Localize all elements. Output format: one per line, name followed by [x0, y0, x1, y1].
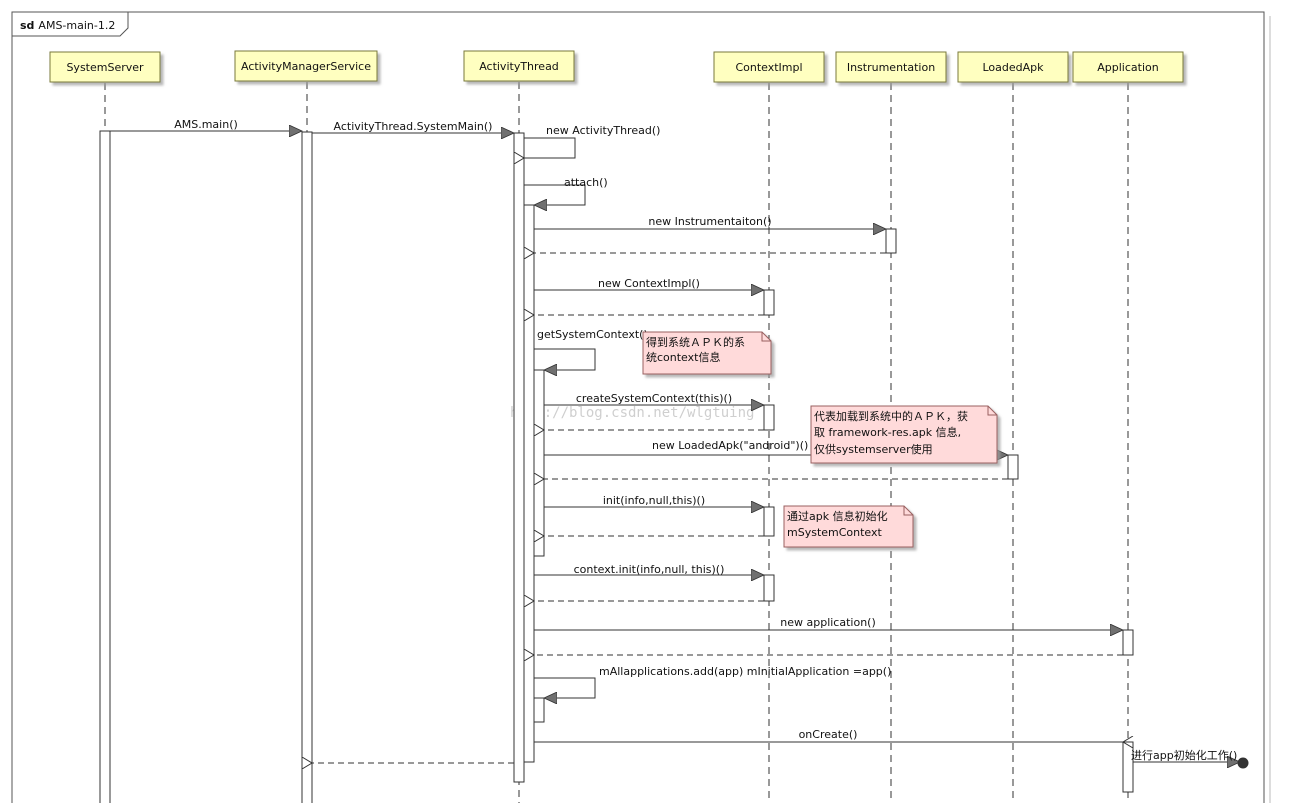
activation-application-1	[1122, 629, 1134, 656]
svg-text:代表加载到系统中的ＡＰＫ，获: 代表加载到系统中的ＡＰＫ，获	[814, 409, 968, 423]
label-ams-main: AMS.main()	[174, 118, 238, 131]
svg-text:SystemServer: SystemServer	[66, 61, 144, 74]
svg-text:ContextImpl: ContextImpl	[735, 61, 802, 74]
message-labels: AMS.main() ActivityThread.SystemMain() n…	[174, 118, 1237, 762]
svg-text:取 framework-res.apk 信息,: 取 framework-res.apk 信息,	[814, 425, 961, 439]
activation-contextimpl-1	[763, 289, 775, 316]
label-new-loadedapk: new LoadedApk("android")()	[652, 439, 808, 452]
activation-systemserver	[99, 130, 111, 803]
note-init-context: 通过apk 信息初始化 mSystemContext	[783, 505, 914, 548]
activation-activitythread-getsystemcontext	[533, 369, 545, 557]
participant-ams: ActivityManagerService	[234, 50, 378, 82]
note-system-apk: 得到系统ＡＰＫ的系 统context信息	[642, 331, 772, 375]
msg-getsystemcontext	[534, 348, 596, 370]
svg-text:通过apk 信息初始化: 通过apk 信息初始化	[787, 509, 888, 523]
svg-text:ActivityManagerService: ActivityManagerService	[241, 60, 371, 73]
label-attach: attach()	[564, 176, 608, 189]
participant-application: Application	[1072, 51, 1184, 83]
messages	[110, 131, 1240, 763]
svg-text:得到系统ＡＰＫ的系: 得到系统ＡＰＫ的系	[646, 335, 745, 349]
activation-ams	[301, 131, 313, 803]
msg-attach	[524, 184, 586, 205]
label-add-app: mAllapplications.add(app) mInitialApplic…	[599, 665, 891, 678]
activation-instrumentation	[885, 228, 897, 254]
activation-activitythread-addapp	[533, 697, 545, 723]
svg-text:Application: Application	[1097, 61, 1158, 74]
activations	[99, 130, 1134, 803]
watermark-text: http://blog.csdn.net/wlgtuing	[510, 405, 754, 421]
lost-message-circle	[1237, 757, 1249, 769]
label-new-instrumentation: new Instrumentaiton()	[648, 215, 771, 228]
activation-contextimpl-2	[763, 404, 775, 431]
msg-add-app	[534, 677, 596, 698]
svg-text:ActivityThread: ActivityThread	[479, 60, 559, 73]
svg-text:Instrumentation: Instrumentation	[847, 61, 935, 74]
participant-activitythread: ActivityThread	[463, 50, 575, 82]
svg-text:LoadedApk: LoadedApk	[982, 61, 1044, 74]
label-init: init(info,null,this)()	[603, 494, 705, 507]
svg-text:统context信息: 统context信息	[646, 350, 720, 364]
label-new-application: new application()	[780, 616, 876, 629]
svg-text:仅供systemserver使用: 仅供systemserver使用	[814, 442, 933, 456]
activation-loadedapk	[1007, 454, 1019, 480]
participant-loadedapk: LoadedApk	[957, 51, 1069, 83]
participant-contextimpl: ContextImpl	[713, 51, 825, 83]
frame-label-box	[11, 11, 129, 37]
msg-new-activitythread	[524, 137, 576, 158]
activation-activitythread-attach	[523, 204, 535, 763]
participant-instrumentation: Instrumentation	[835, 51, 947, 83]
activation-activitythread	[513, 132, 525, 783]
activation-contextimpl-3	[763, 506, 775, 537]
label-context-init: context.init(info,null, this)()	[574, 563, 725, 576]
label-app-init-work: 进行app初始化工作()	[1131, 748, 1237, 762]
label-oncreate: onCreate()	[799, 728, 858, 741]
label-systemmain: ActivityThread.SystemMain()	[334, 120, 493, 133]
activation-contextimpl-4	[763, 574, 775, 602]
label-getsystemcontext: getSystemContext()	[537, 328, 648, 341]
note-loaded-apk: 代表加载到系统中的ＡＰＫ，获 取 framework-res.apk 信息, 仅…	[810, 405, 998, 464]
label-createsystemcontext: createSystemContext(this)()	[576, 392, 732, 405]
participant-systemserver: SystemServer	[49, 51, 161, 83]
frame-border	[11, 11, 1265, 803]
label-new-activitythread: new ActivityThread()	[546, 124, 660, 137]
svg-text:mSystemContext: mSystemContext	[787, 526, 883, 539]
label-new-contextimpl: new ContextImpl()	[598, 277, 700, 290]
